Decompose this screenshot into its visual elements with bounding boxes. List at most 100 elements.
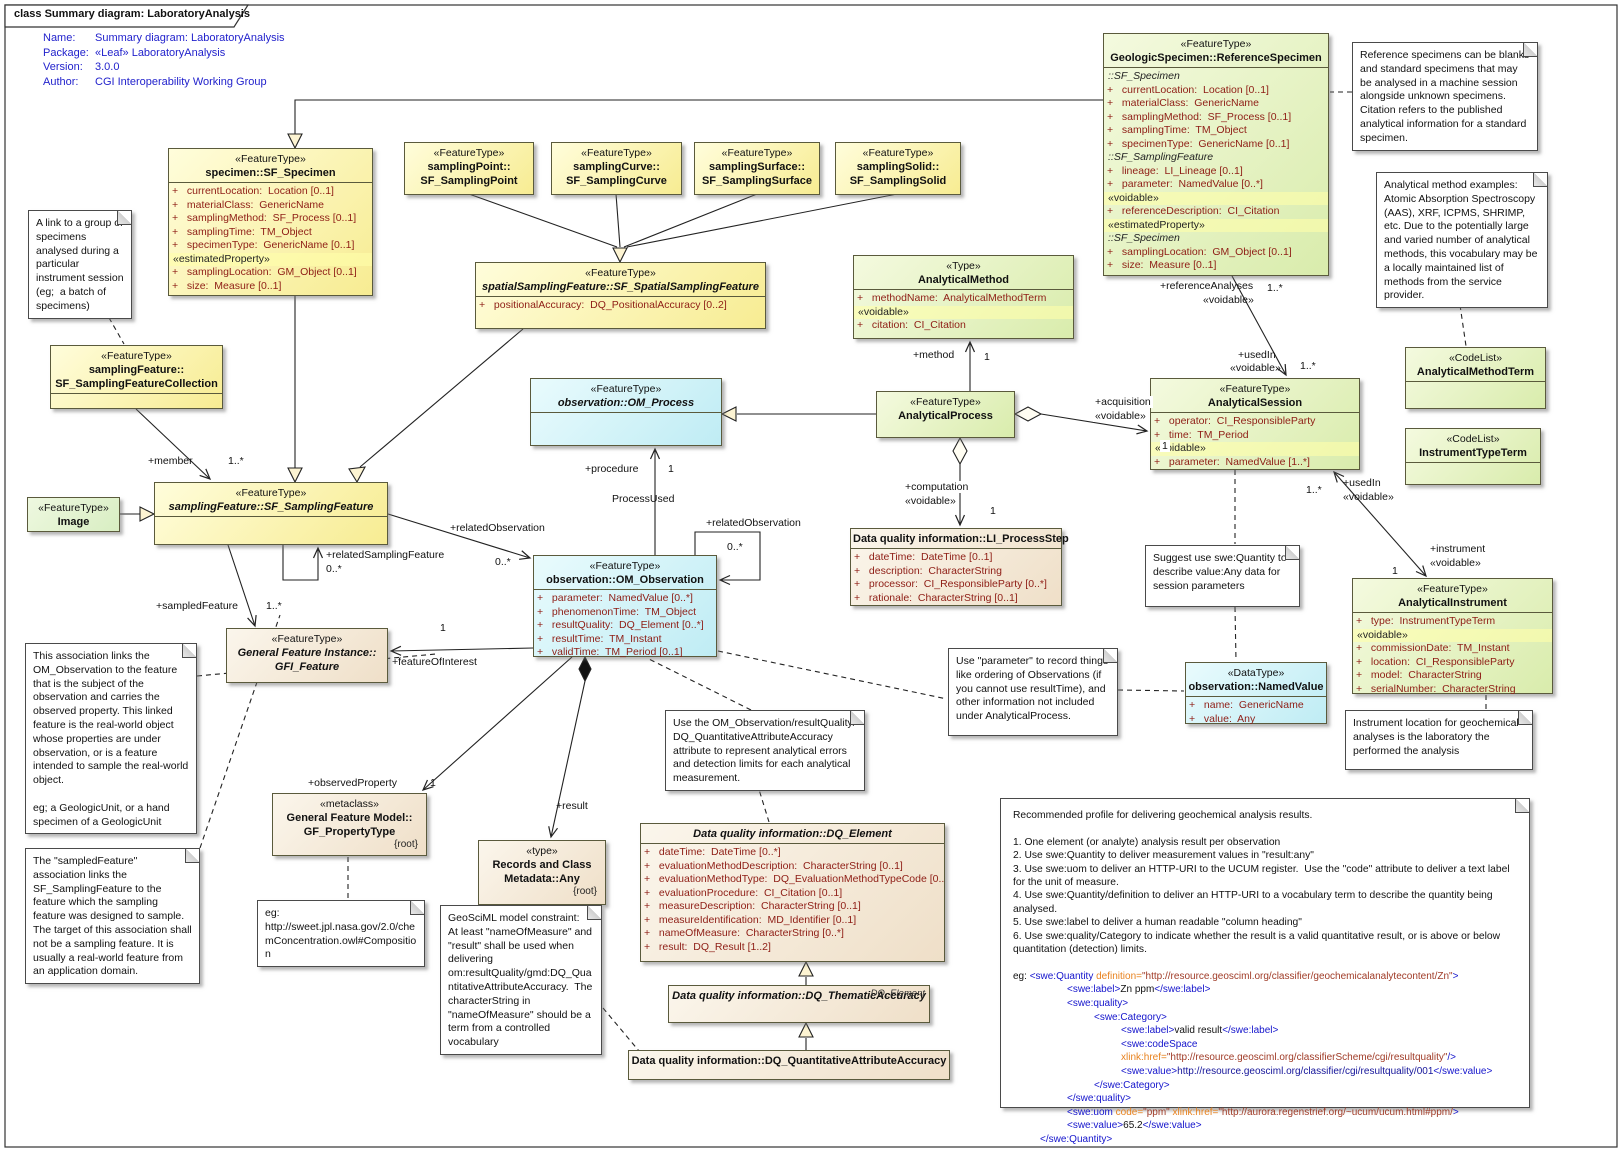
class-name: samplingFeature::SF_SamplingFeature (168, 501, 374, 513)
attribute-row: + measureIdentification: MD_Identifier [… (644, 913, 857, 926)
attribute-row: + samplingMethod: SF_Process [0..1] (172, 212, 357, 224)
class-sf-specimen[interactable]: «FeatureType»specimen::SF_Specimen+ curr… (168, 148, 373, 296)
class-title: «CodeList»InstrumentTypeTerm (1406, 429, 1540, 462)
class-reference-specimen[interactable]: «FeatureType»GeologicSpecimen::Reference… (1103, 33, 1329, 276)
note-reference-specimens[interactable]: Reference specimens can be blanks and st… (1352, 42, 1538, 151)
class-analytical-method[interactable]: «Type» AnalyticalMethod + methodName: Anal… (853, 255, 1074, 339)
class-dq-quantitative-attribute-accuracy[interactable]: Data quality information::DQ_Quantitativ… (628, 1050, 950, 1080)
stereotype-label: «Type» (946, 260, 981, 272)
note-text: eg: http://sweet.jpl.nasa.gov/2.0/chemCo… (265, 907, 417, 961)
note-eg-sweet[interactable]: eg: http://sweet.jpl.nasa.gov/2.0/chemCo… (257, 900, 425, 968)
class-name: Image (57, 516, 90, 528)
attribute-compartment: + type: InstrumentTypeTerm«voidable»+ co… (1353, 612, 1552, 695)
note-fold-corner-icon (1533, 173, 1547, 187)
attribute-row: + validTime: TM_Period [0..1] (537, 646, 683, 658)
edge-label: 1 (668, 463, 674, 475)
diagram-metadata: Name:Summary diagram: LaboratoryAnalysis… (43, 31, 285, 89)
class-title: «FeatureType»spatialSamplingFeature::SF_… (476, 263, 765, 296)
edge (389, 645, 534, 656)
class-named-value[interactable]: «DataType»observation::NamedValue+ name:… (1185, 662, 1327, 725)
class-gf-property-type[interactable]: «metaclass»General Feature Model::GF_Pro… (272, 793, 427, 856)
class-sampling-feature[interactable]: «FeatureType»samplingFeature::SF_Samplin… (154, 482, 388, 545)
note-fold-corner-icon (117, 211, 131, 225)
xml-example-line: <swe:value>http://resource.geosciml.org/… (1013, 1065, 1517, 1079)
generalization-arrow (348, 466, 366, 484)
class-om-observation[interactable]: «FeatureType»observation::OM_Observation… (533, 555, 717, 658)
attribute-row: + description: CharacterString (854, 564, 1002, 577)
note-specimen-batch[interactable]: A link to a group of specimens analysed … (28, 210, 132, 319)
edge (468, 193, 618, 248)
xml-token: <swe:quality> (1067, 998, 1129, 1010)
note-featureofinterest-association[interactable]: This association links the OM_Observatio… (25, 643, 197, 835)
class-sampling-surface[interactable]: «FeatureType»samplingSurface::SF_Samplin… (694, 142, 820, 195)
class-om-process[interactable]: «FeatureType»observation::OM_Process (530, 378, 722, 446)
class-sampling-curve[interactable]: «FeatureType»samplingCurve::SF_SamplingC… (551, 142, 682, 195)
generalization-arrow (287, 133, 303, 150)
class-li-process-step[interactable]: Data quality information::LI_ProcessStep… (850, 528, 1069, 606)
class-sampling-point[interactable]: «FeatureType»samplingPoint::SF_SamplingP… (404, 142, 534, 195)
note-fold-corner-icon (1103, 649, 1117, 663)
edge-label: +instrument (1430, 543, 1486, 555)
profile-text-line: 1. One element (or analyte) analysis res… (1013, 836, 1281, 848)
edge-label: +usedIn (1238, 349, 1276, 361)
class-analytical-process[interactable]: «FeatureType»AnalyticalProcess (876, 391, 1015, 438)
edge (623, 193, 758, 248)
attribute-compartment: + name: GenericName+ value: Any (1186, 696, 1326, 725)
note-swe-quantity[interactable]: Suggest use swe:Quantity to describe val… (1145, 545, 1300, 607)
class-analytical-session[interactable]: «FeatureType»AnalyticalSession+ operator… (1150, 378, 1360, 470)
class-gfi-feature[interactable]: «FeatureType»General Feature Instance::G… (226, 628, 388, 683)
class-codelist-instrument-type-term[interactable]: «CodeList»InstrumentTypeTerm (1405, 428, 1541, 485)
profile-text-line (1013, 956, 1517, 969)
class-sampling-feature-collection[interactable]: «FeatureType»samplingFeature::SF_Samplin… (50, 345, 223, 409)
edge-label: +member (148, 455, 193, 467)
generalization-arrow (139, 506, 156, 522)
metadata-row: Name:Summary diagram: LaboratoryAnalysis (43, 32, 285, 44)
class-analytical-instrument[interactable]: «FeatureType»AnalyticalInstrument+ type:… (1352, 578, 1553, 695)
edge-label: «voidable» (1430, 557, 1481, 569)
stereotype-label: «DataType» (1227, 667, 1285, 679)
note-sampledfeature-association[interactable]: The "sampledFeature" association links t… (25, 848, 200, 985)
stereotype-label: «FeatureType» (101, 350, 172, 362)
attribute-row: + model: CharacterString (1356, 669, 1482, 681)
edge-label: «voidable» (1093, 410, 1148, 422)
class-name: samplingSurface:: (709, 161, 805, 173)
frame-tab-label: class Summary diagram: LaboratoryAnalysi… (14, 8, 250, 20)
note-resultquality-usage[interactable]: Use the OM_Observation/resultQuality/ DQ… (665, 710, 865, 791)
stereotype-label: «FeatureType» (910, 396, 981, 408)
edge (227, 544, 257, 628)
attribute-row: + type: InstrumentTypeTerm (1356, 615, 1496, 627)
class-dq-element[interactable]: Data quality information::DQ_Element+ da… (640, 823, 945, 962)
edge-label: «voidable» (903, 495, 958, 507)
class-name: AnalyticalMethod (917, 274, 1010, 286)
stereotype-label: «FeatureType» (585, 267, 656, 279)
xml-example-line: <swe:codeSpace xlink:href="http://resour… (1013, 1038, 1517, 1065)
note-parameter-usage[interactable]: Use "parameter" to record things like or… (948, 648, 1118, 736)
class-title: «FeatureType»observation::OM_Observation (534, 556, 716, 589)
note-text: GeoSciML model constraint: At least "nam… (448, 912, 596, 1049)
stereotype-band: «estimatedProperty» (1104, 218, 1328, 232)
class-sampling-solid[interactable]: «FeatureType»samplingSolid::SF_SamplingS… (835, 142, 961, 195)
note-recommended-profile[interactable]: Recommended profile for delivering geoch… (1000, 798, 1530, 1145)
class-name: AnalyticalInstrument (1398, 597, 1507, 609)
generalization-arrow (287, 467, 303, 484)
note-geosciml-constraint[interactable]: GeoSciML model constraint: At least "nam… (440, 905, 602, 1055)
attribute-row: + time: TM_Period (1154, 428, 1249, 441)
class-image[interactable]: «FeatureType»Image (27, 497, 120, 532)
class-spatial-sampling-feature[interactable]: «FeatureType»spatialSamplingFeature::SF_… (475, 262, 766, 329)
class-codelist-analytical-method-term[interactable]: «CodeList»AnalyticalMethodTerm (1405, 347, 1546, 409)
xml-example-line: <swe:Category> (1013, 1011, 1517, 1025)
stereotype-label: «FeatureType» (235, 153, 306, 165)
note-analytical-method-examples[interactable]: Analytical method examples: Atomic Absor… (1376, 172, 1548, 309)
note-text: The "sampledFeature" association links t… (33, 855, 195, 978)
edge-label: +method (913, 349, 955, 361)
generalization-arrow (612, 247, 628, 264)
note-instrument-location[interactable]: Instrument location for geochemical anal… (1345, 710, 1533, 770)
class-title: «FeatureType»specimen::SF_Specimen (169, 149, 372, 182)
class-name: observation::OM_Observation (546, 574, 704, 586)
attribute-row: + materialClass: GenericName (172, 198, 325, 211)
edge (602, 1007, 640, 1052)
xml-example-line: </swe:quality> (1013, 1092, 1517, 1106)
attribute-compartment: + methodName: AnalyticalMethodTerm«voida… (854, 289, 1073, 338)
